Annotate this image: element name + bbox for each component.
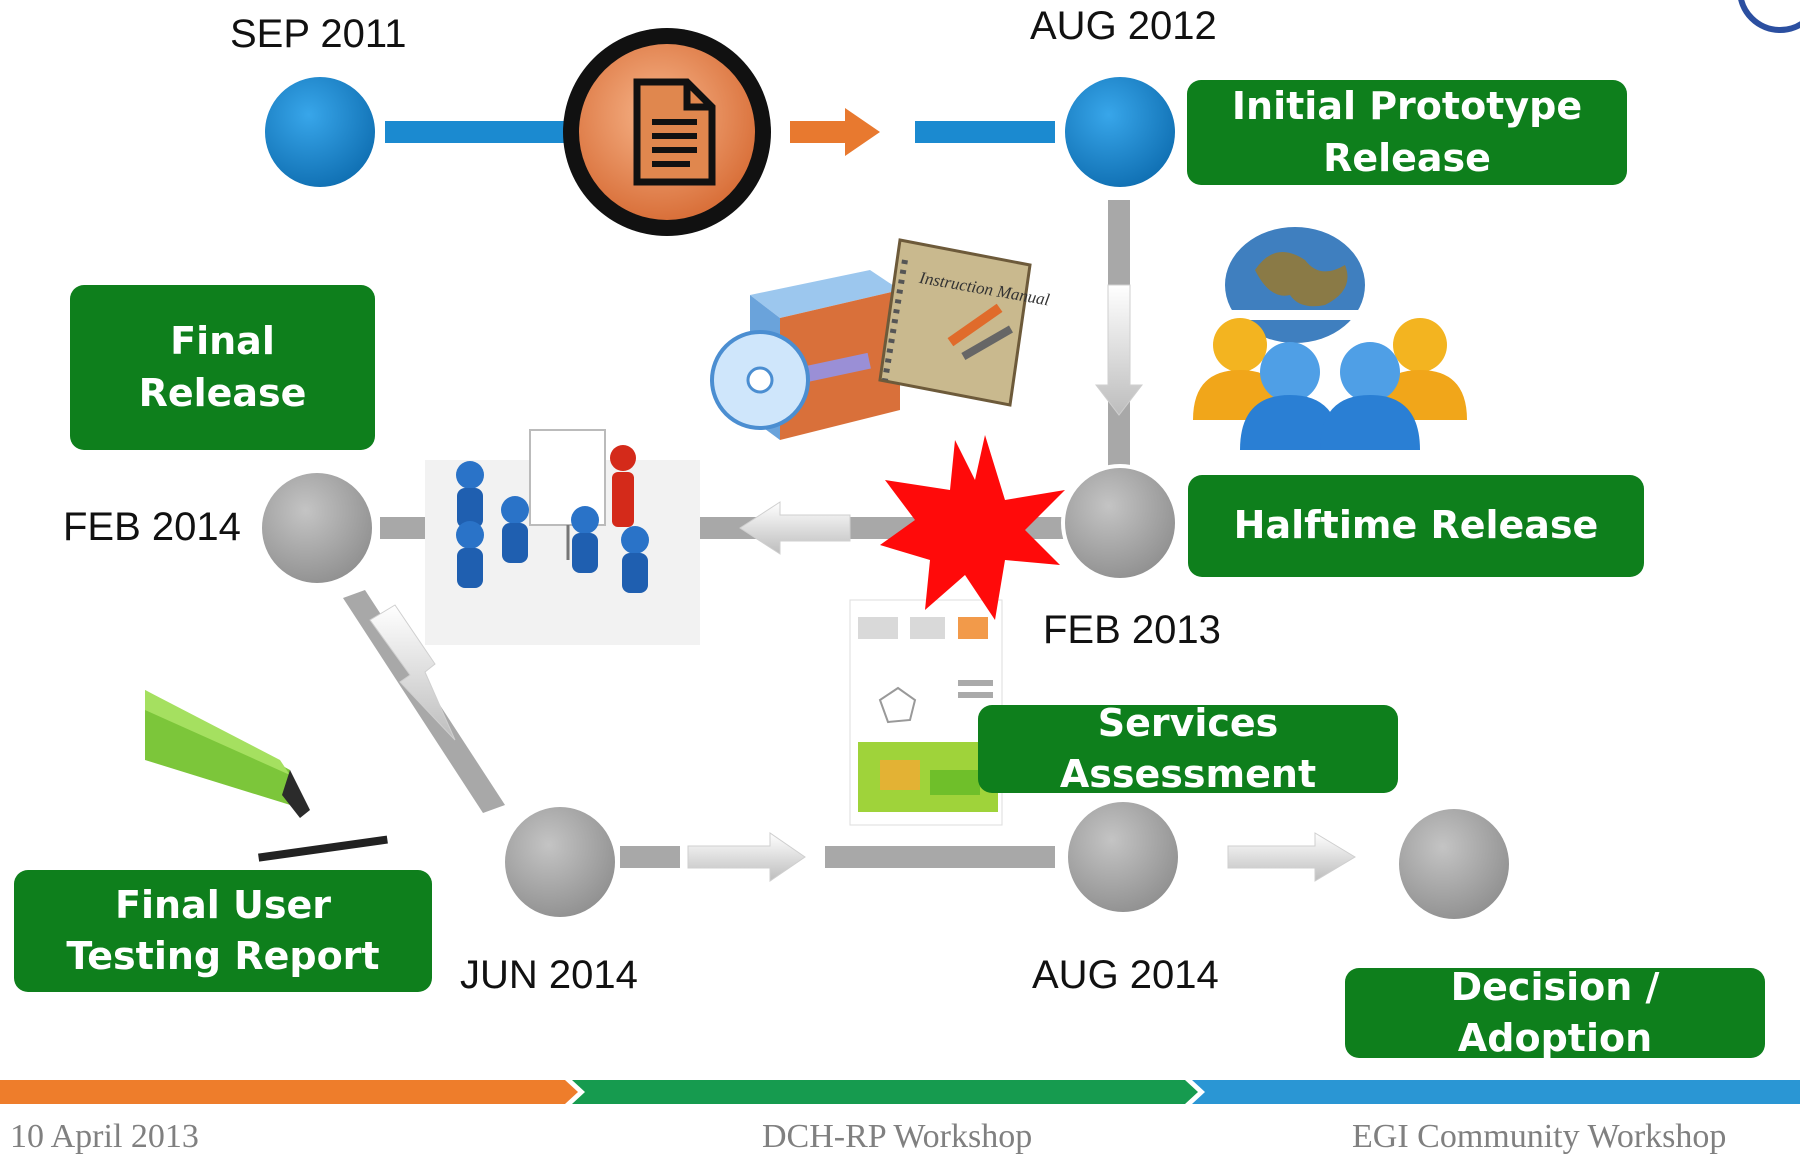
- date-feb2014: FEB 2014: [63, 505, 241, 549]
- milestone-decision-adoption: Decision / Adoption: [1345, 965, 1765, 1060]
- connector-bottom-mid: [825, 846, 1055, 868]
- node-feb2014: [258, 469, 376, 587]
- logo-partial: [1738, 0, 1800, 33]
- node-sep2011: [261, 73, 379, 191]
- node-aug2012: [1061, 73, 1179, 191]
- pen-icon: [145, 690, 388, 862]
- footer-right: EGI Community Workshop: [1352, 1118, 1727, 1155]
- date-aug2014: AUG 2014: [1032, 953, 1219, 997]
- node-jun2014: [501, 803, 619, 921]
- arrow-diagonal: [369, 604, 456, 741]
- node-feb2013: [1061, 464, 1179, 582]
- document-icon: [563, 28, 771, 236]
- arrow-down: [1094, 284, 1144, 416]
- milestone-halftime-release: Halftime Release: [1188, 475, 1644, 577]
- node-decision: [1395, 805, 1513, 923]
- date-feb2013: FEB 2013: [1043, 608, 1221, 652]
- date-jun2014: JUN 2014: [460, 953, 638, 997]
- footer-bar: [0, 1080, 1800, 1104]
- connector-bottom-left: [620, 846, 680, 868]
- footer-date: 10 April 2013: [10, 1118, 199, 1155]
- date-aug2012: AUG 2012: [1030, 4, 1217, 48]
- milestone-final-user-testing: Final User Testing Report: [14, 870, 432, 992]
- date-sep2011: SEP 2011: [230, 12, 407, 56]
- arrow-bottom-2: [1227, 832, 1356, 882]
- milestone-services-assessment: Services Assessment: [978, 701, 1398, 796]
- connector-top-left: [385, 121, 565, 143]
- node-aug2014: [1064, 798, 1182, 916]
- arrow-left: [739, 501, 851, 555]
- arrow-bottom-1: [687, 832, 806, 882]
- footer-center: DCH-RP Workshop: [762, 1118, 1033, 1155]
- users-globe-icon: [1193, 227, 1467, 450]
- arrow-orange: [790, 108, 880, 156]
- software-box-icon: Instruction Manual: [710, 238, 1051, 440]
- report-thumbnail: [849, 599, 1003, 826]
- milestone-initial-prototype: Initial Prototype Release: [1187, 80, 1627, 185]
- starburst-icon: [880, 435, 1065, 620]
- connector-top-right: [915, 121, 1055, 143]
- presentation-icon: [425, 429, 700, 645]
- milestone-final-release: Final Release: [70, 285, 375, 450]
